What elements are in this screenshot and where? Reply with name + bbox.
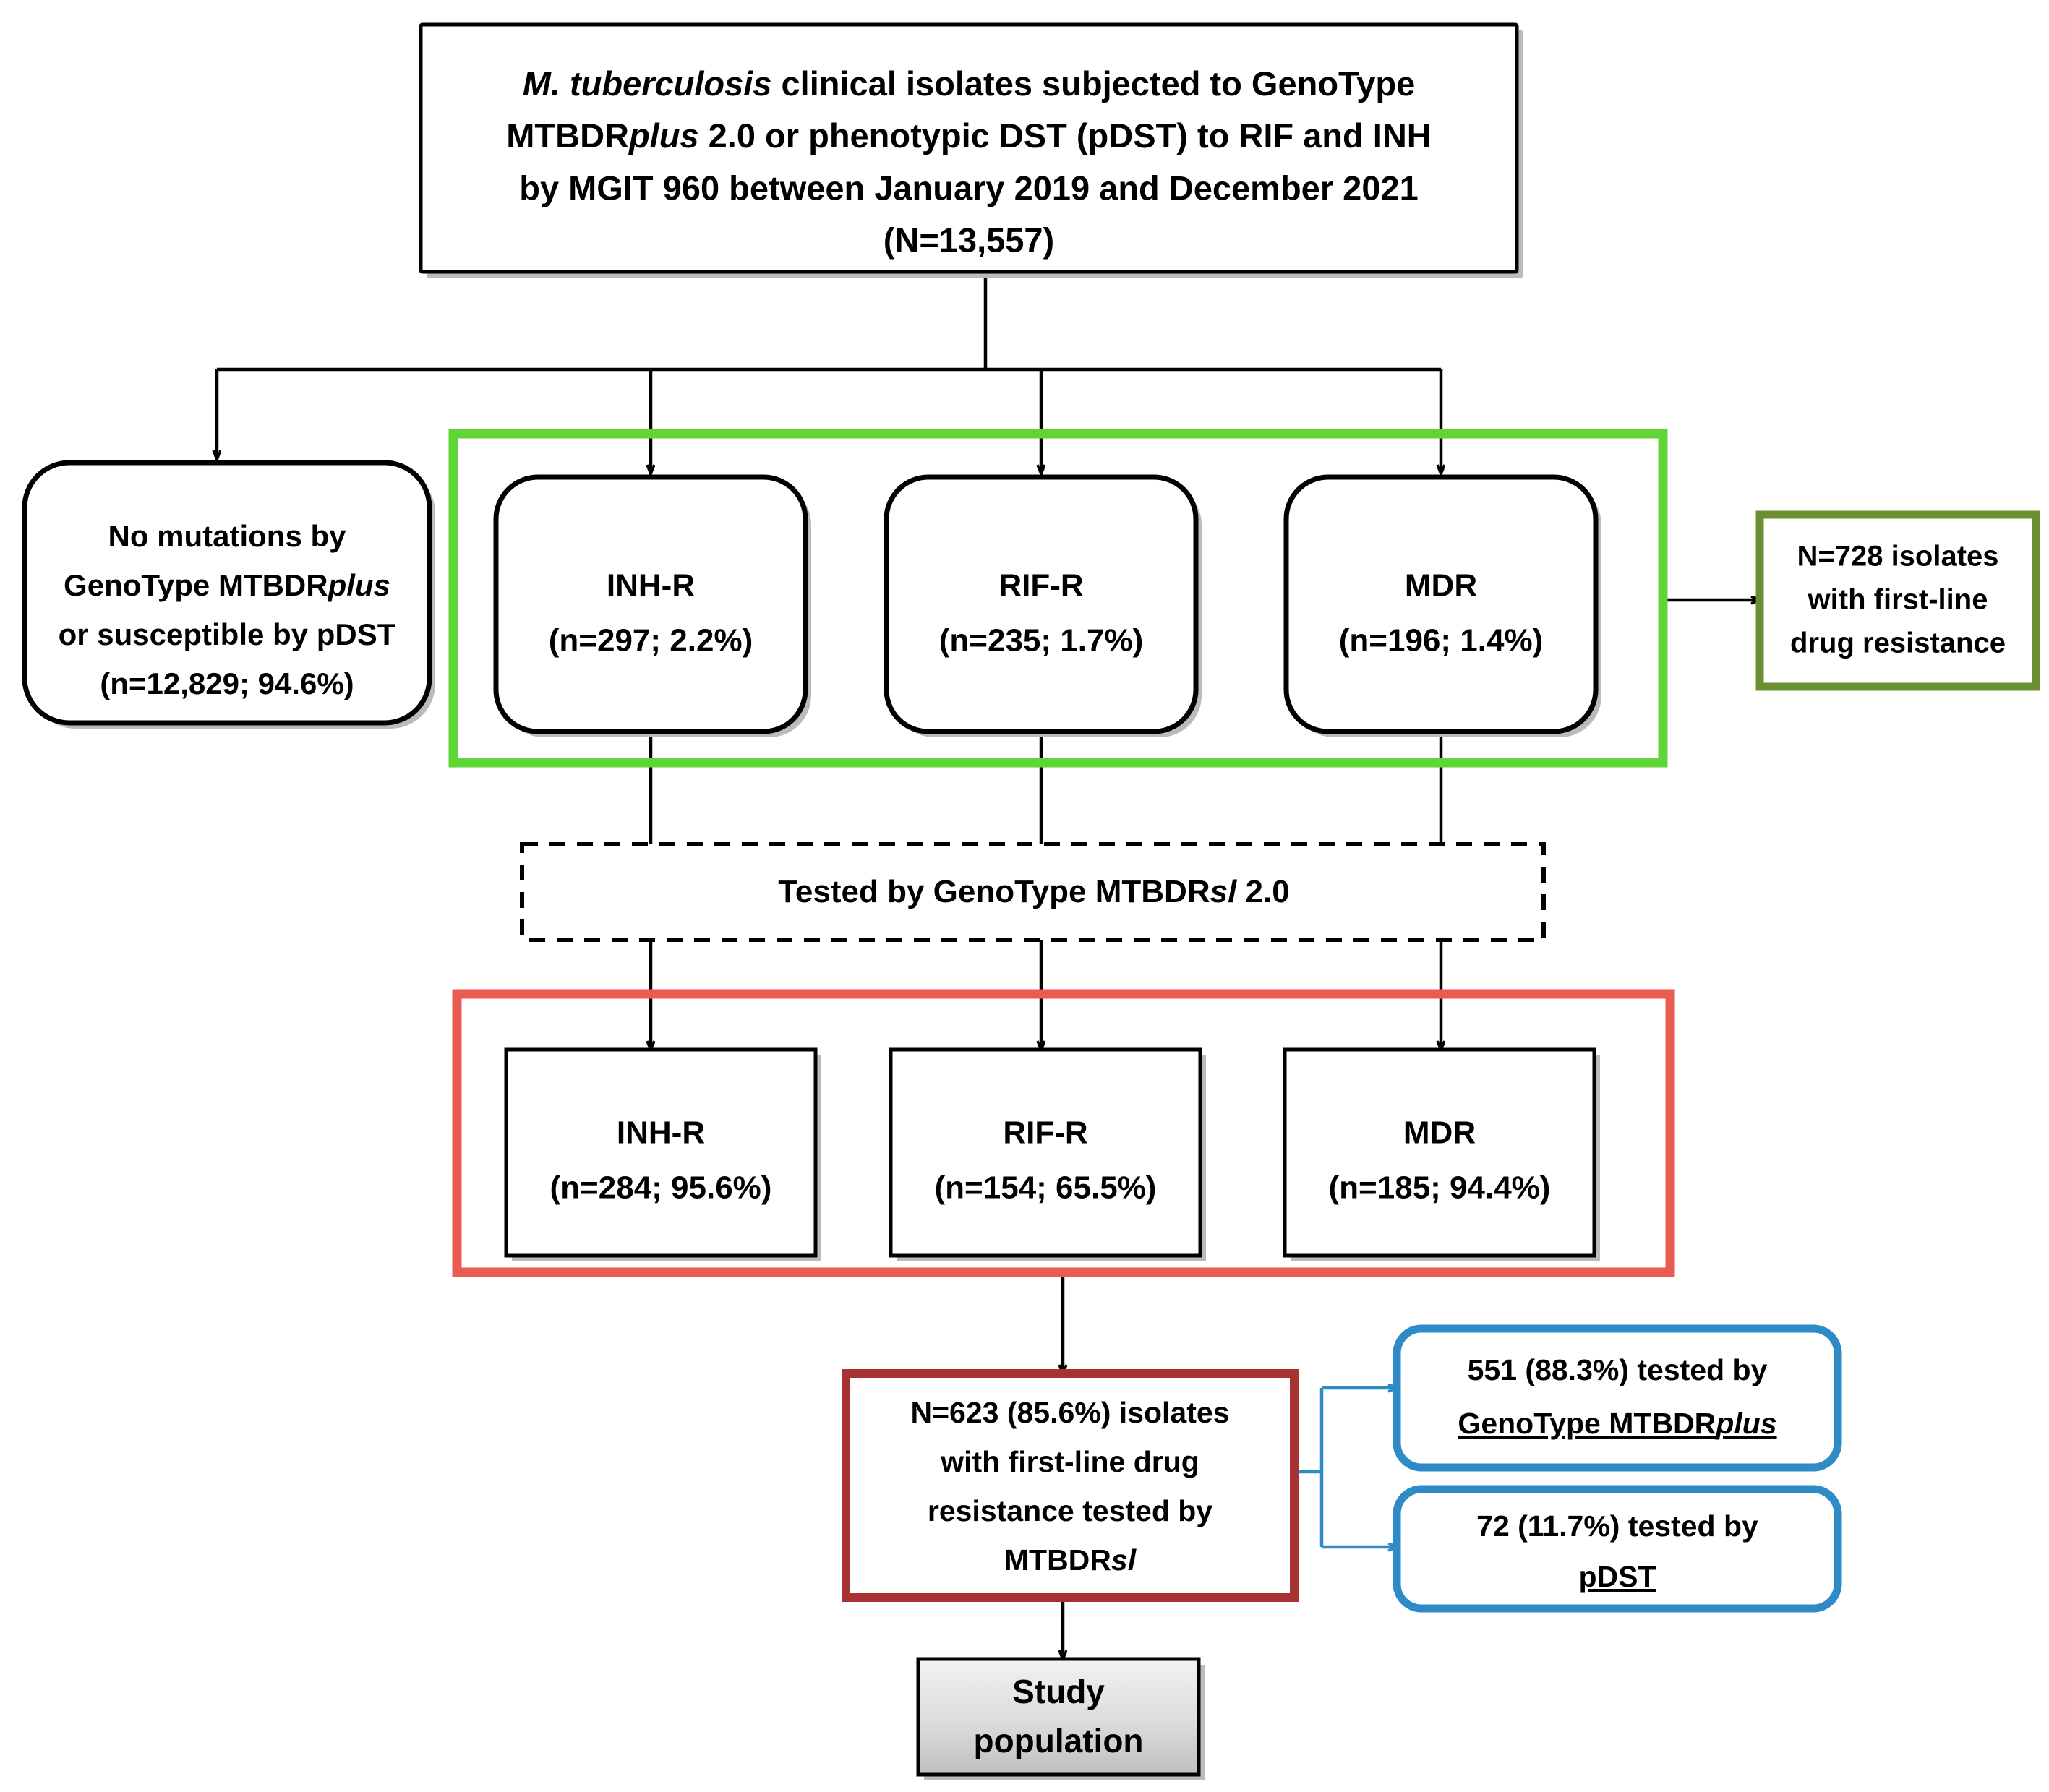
summary-line-2: with first-line drug	[940, 1445, 1199, 1478]
study-population-line-2: population	[973, 1722, 1143, 1759]
root-line-2-c: 2.0 or phenotypic DST (pDST) to RIF and …	[699, 116, 1432, 155]
summary-line-3: resistance tested by	[928, 1494, 1212, 1527]
olive-line-1: N=728 isolates	[1797, 541, 1998, 573]
svg-text:GenoType MTBDRplus: GenoType MTBDRplus	[64, 568, 390, 602]
mdr-mtbdrsl-label: MDR (n=185; 94.4%)	[1329, 1115, 1551, 1206]
no-mutations-line-2-a: GenoType MTBDR	[64, 568, 328, 602]
rif-r-mtbdrsl-label: RIF-R (n=154; 65.5%)	[935, 1115, 1157, 1206]
dashed-seg-italic: sl	[1210, 874, 1237, 909]
connector-summary-to-methods	[1294, 1388, 1397, 1547]
study-population-line-1: Study	[1012, 1673, 1105, 1710]
svg-text:MTBDRsl: MTBDRsl	[1004, 1543, 1137, 1577]
root-line-3: by MGIT 960 between January 2019 and Dec…	[519, 168, 1418, 207]
inh-r-first-line-count: (n=297; 2.2%)	[549, 623, 753, 659]
root-box-label: M. tuberculosis clinical isolates subjec…	[506, 64, 1431, 259]
no-mutations-line-1: No mutations by	[108, 519, 346, 553]
rif-r-first-line-name: RIF-R	[998, 568, 1083, 604]
inh-r-first-line-box	[493, 474, 811, 737]
no-mutations-line-4-count: (n=12,829; 94.6%)	[100, 666, 354, 700]
summary-line-4-a: MTBDR	[1004, 1543, 1111, 1577]
tested-by-genotype-mtbdrplus-box	[1393, 1324, 1842, 1472]
no-mutations-box	[22, 460, 435, 729]
root-line-4-total: (N=13,557)	[884, 220, 1054, 259]
rif-r-mtbdrsl-name: RIF-R	[1003, 1115, 1087, 1151]
svg-text:GenoType MTBDRplus: GenoType MTBDRplus	[1458, 1407, 1776, 1440]
first-line-resistance-summary-box	[1755, 510, 2040, 691]
mdr-first-line-box	[1283, 474, 1601, 737]
summary-line-1: N=623 (85.6%) isolates	[911, 1396, 1230, 1429]
mtbdrplus-line-1: 551 (88.3%) tested by	[1468, 1353, 1768, 1386]
tested-by-mtbdrsl-summary-label: N=623 (85.6%) isolates with first-line d…	[911, 1396, 1230, 1577]
tested-by-genotype-mtbdrplus-label: 551 (88.3%) tested by GenoType MTBDRplus	[1458, 1353, 1776, 1440]
mtbdrplus-line-2-italic: plus	[1715, 1407, 1776, 1440]
dashed-seg-c: 2.0	[1236, 874, 1289, 909]
tested-by-pdst-box	[1393, 1485, 1842, 1613]
rif-r-mtbdrsl-count: (n=154; 65.5%)	[935, 1170, 1157, 1206]
no-mutations-label: No mutations by GenoType MTBDRplus or su…	[59, 519, 396, 700]
mdr-mtbdrsl-count: (n=185; 94.4%)	[1329, 1170, 1551, 1206]
connector-root-to-branches	[217, 275, 1441, 473]
mtbdrplus-line-2-a: GenoType MTBDR	[1458, 1407, 1716, 1440]
svg-text:MTBDRplus 2.0 or phenotypic DS: MTBDRplus 2.0 or phenotypic DST (pDST) t…	[506, 116, 1431, 155]
mdr-first-line-label: MDR (n=196; 1.4%)	[1339, 568, 1543, 659]
connector-firstline-to-dashed	[649, 737, 1443, 844]
green-group-frame	[448, 429, 1668, 768]
rif-r-first-line-label: RIF-R (n=235; 1.7%)	[939, 568, 1143, 659]
inh-r-mtbdrsl-label: INH-R (n=284; 95.6%)	[550, 1115, 772, 1206]
inh-r-first-line-name: INH-R	[607, 568, 695, 604]
tested-by-mtbdrsl-band	[520, 842, 1546, 942]
olive-line-2: with first-line	[1808, 584, 1988, 616]
dashed-seg-a: Tested by GenoType MTBDR	[778, 874, 1210, 909]
rif-r-first-line-box	[884, 474, 1202, 737]
no-mutations-line-3: or susceptible by pDST	[59, 617, 396, 651]
rif-r-mtbdrsl-box	[889, 1047, 1206, 1261]
study-population-label: Study population	[973, 1673, 1143, 1759]
inh-r-mtbdrsl-name: INH-R	[617, 1115, 705, 1151]
inh-r-mtbdrsl-count: (n=284; 95.6%)	[550, 1170, 772, 1206]
inh-r-mtbdrsl-box	[504, 1047, 821, 1261]
root-line-2-italic: plus	[628, 116, 699, 155]
pdst-line-1: 72 (11.7%) tested by	[1476, 1509, 1758, 1543]
no-mutations-line-2-italic: plus	[328, 568, 390, 602]
svg-text:Tested by GenoType MTBDRsl 2.0: Tested by GenoType MTBDRsl 2.0	[778, 874, 1289, 909]
tested-by-mtbdrsl-band-label: Tested by GenoType MTBDRsl 2.0	[778, 874, 1289, 909]
pdst-line-2: pDST	[1578, 1560, 1656, 1593]
rif-r-first-line-count: (n=235; 1.7%)	[939, 623, 1143, 659]
study-population-box	[916, 1657, 1205, 1780]
tested-by-pdst-label: 72 (11.7%) tested by pDST	[1476, 1509, 1758, 1593]
olive-line-3: drug resistance	[1790, 627, 2006, 659]
root-line-2-a: MTBDR	[506, 116, 629, 155]
mdr-mtbdrsl-box	[1283, 1047, 1600, 1261]
svg-text:M. tuberculosis clinical isola: M. tuberculosis clinical isolates subjec…	[523, 64, 1416, 103]
mdr-first-line-count: (n=196; 1.4%)	[1339, 623, 1543, 659]
svg-text:pDST: pDST	[1578, 1560, 1656, 1593]
root-line-1-rest: clinical isolates subjected to GenoType	[782, 64, 1416, 103]
root-box	[419, 22, 1523, 278]
first-line-resistance-summary-label: N=728 isolates with first-line drug resi…	[1790, 541, 2006, 659]
summary-line-4-italic: sl	[1111, 1543, 1137, 1577]
tested-by-mtbdrsl-summary-box	[842, 1369, 1299, 1602]
red-group-frame	[452, 989, 1675, 1277]
root-line-1-italic: M. tuberculosis	[523, 64, 782, 103]
inh-r-first-line-label: INH-R (n=297; 2.2%)	[549, 568, 753, 659]
mdr-mtbdrsl-name: MDR	[1403, 1115, 1476, 1151]
mdr-first-line-name: MDR	[1405, 568, 1477, 604]
